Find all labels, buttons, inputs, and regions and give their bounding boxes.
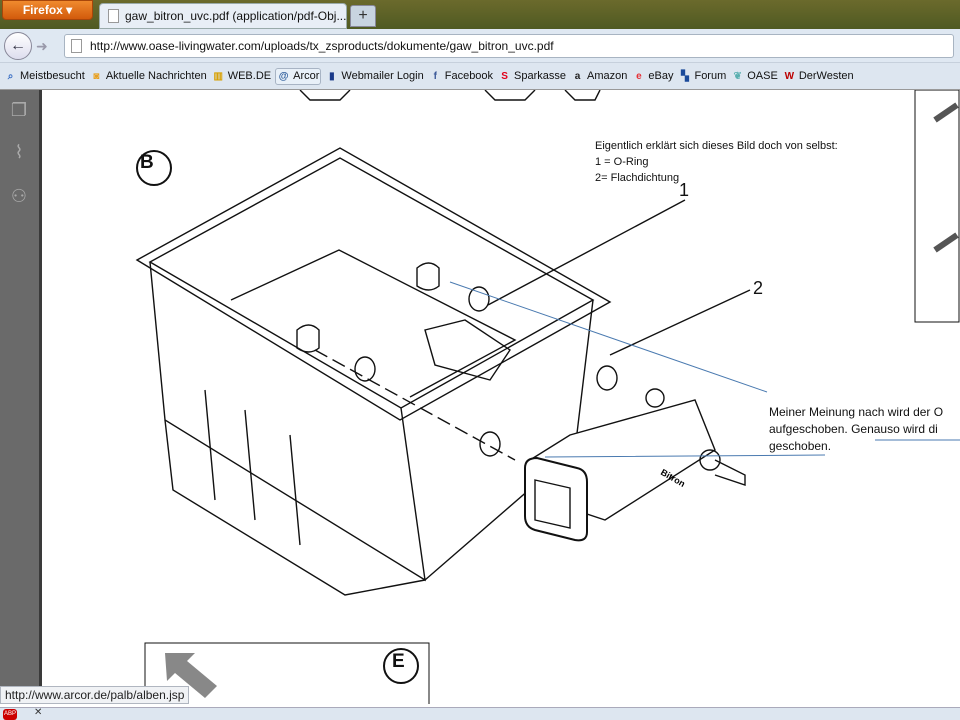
forward-button[interactable]: ➜ [36, 38, 48, 54]
navigation-bar: ← ➜ http://www.oase-livingwater.com/uplo… [0, 29, 960, 63]
status-link-preview: http://www.arcor.de/palb/alben.jsp [0, 686, 190, 704]
filter-assembly-diagram: Bitron [135, 90, 960, 704]
bookmark-webmailer-login[interactable]: ▮ Webmailer Login [324, 69, 424, 84]
bookmark-label: DerWesten [798, 70, 854, 82]
bookmark-amazon[interactable]: a Amazon [570, 69, 628, 84]
oase-icon: ❦ [733, 70, 742, 82]
callout-1: 1 [679, 180, 690, 200]
bookmark-label: Meistbesucht [20, 70, 85, 82]
bookmarks-toolbar: ⌕ Meistbesucht ◙ Aktuelle Nachrichten ▥ WEB.D… [0, 63, 960, 90]
note-line: 2= Flachdichtung [595, 172, 680, 184]
bookmark-oase[interactable]: ❦ OASE [730, 69, 779, 84]
note-line: 1 = O-Ring [595, 156, 649, 168]
bookmark-label: eBay [648, 70, 674, 82]
bookmark-meistbesucht[interactable]: ⌕ Meistbesucht [3, 69, 86, 84]
bookmark-label: OASE [747, 70, 778, 82]
note-line: Eigentlich erklärt sich dieses Bild doch… [595, 140, 838, 152]
pdf-document: Bitron B E 1 2 Eigentlich erklärt sich d… [45, 90, 960, 704]
comment-line: aufgeschoben. Genauso wird di [769, 422, 938, 436]
ebay-icon: e [636, 70, 642, 82]
url-text: http://www.oase-livingwater.com/uploads/… [90, 39, 554, 53]
arcor-icon: @ [278, 70, 289, 82]
back-button[interactable]: ← [4, 32, 32, 60]
sparkasse-icon: S [501, 70, 508, 82]
annotation-comment: Meiner Meinung nach wird der O aufgescho… [769, 404, 943, 455]
bookmark-label: Forum [694, 70, 727, 82]
firefox-menu-button[interactable]: Firefox ▾ [2, 0, 93, 20]
binoculars-icon[interactable]: ⚇ [10, 186, 28, 206]
bookmark-aktuelle-nachrichten[interactable]: ◙ Aktuelle Nachrichten [89, 69, 208, 84]
page-icon [108, 9, 119, 23]
tab-pdf[interactable]: gaw_bitron_uvc.pdf (application/pdf-Obj.… [99, 3, 347, 29]
facebook-icon: f [433, 70, 437, 82]
comment-line: geschoben. [769, 439, 832, 453]
adblock-icon[interactable]: ABP [3, 709, 17, 720]
amazon-icon: a [574, 70, 581, 82]
annotation-note: Eigentlich erklärt sich dieses Bild doch… [595, 138, 838, 186]
rss-icon: ◙ [93, 70, 100, 82]
section-label-e: E [392, 651, 405, 672]
tab-title: gaw_bitron_uvc.pdf (application/pdf-Obj.… [125, 9, 347, 23]
url-bar[interactable]: http://www.oase-livingwater.com/uploads/… [64, 34, 954, 58]
webmailer-icon: ▮ [329, 70, 335, 82]
bookmark-label: WEB.DE [227, 70, 272, 82]
bookmark-web-de[interactable]: ▥ WEB.DE [211, 69, 272, 84]
callout-2: 2 [753, 278, 764, 298]
bookmark-label: Amazon [587, 70, 628, 82]
bookmark-label: Aktuelle Nachrichten [105, 70, 207, 82]
addon-bar: ABP ✕ [0, 707, 960, 720]
bookmark-label: Sparkasse [514, 70, 567, 82]
new-tab-button[interactable]: + [350, 5, 376, 27]
bookmark-label: Webmailer Login [341, 70, 424, 82]
bookmark-facebook[interactable]: f Facebook [428, 69, 494, 84]
derwesten-icon: W [784, 70, 795, 82]
firefox-menu-label: Firefox [22, 3, 63, 17]
forum-icon: ▚ [681, 70, 689, 82]
page-icon [71, 39, 82, 53]
section-label-b: B [140, 152, 154, 173]
comment-line: Meiner Meinung nach wird der O [769, 405, 944, 419]
search-icon: ⌕ [7, 70, 14, 82]
bookmark-arcor[interactable]: @ Arcor [275, 67, 322, 85]
pdf-sidebar: ❐ ⌇ ⚇ [0, 90, 42, 690]
bookmark-forum[interactable]: ▚ Forum [677, 69, 727, 84]
bookmark-label: Facebook [444, 70, 494, 82]
close-addon-bar-icon[interactable]: ✕ [34, 707, 43, 718]
bookmark-sparkasse[interactable]: S Sparkasse [497, 69, 567, 84]
bookmark-label: Arcor [293, 70, 320, 82]
title-bar: Firefox ▾ gaw_bitron_uvc.pdf (applicatio… [0, 0, 960, 29]
attachment-icon[interactable]: ⌇ [14, 142, 24, 162]
webde-icon: ▥ [213, 70, 223, 82]
pages-icon[interactable]: ❐ [10, 100, 28, 120]
